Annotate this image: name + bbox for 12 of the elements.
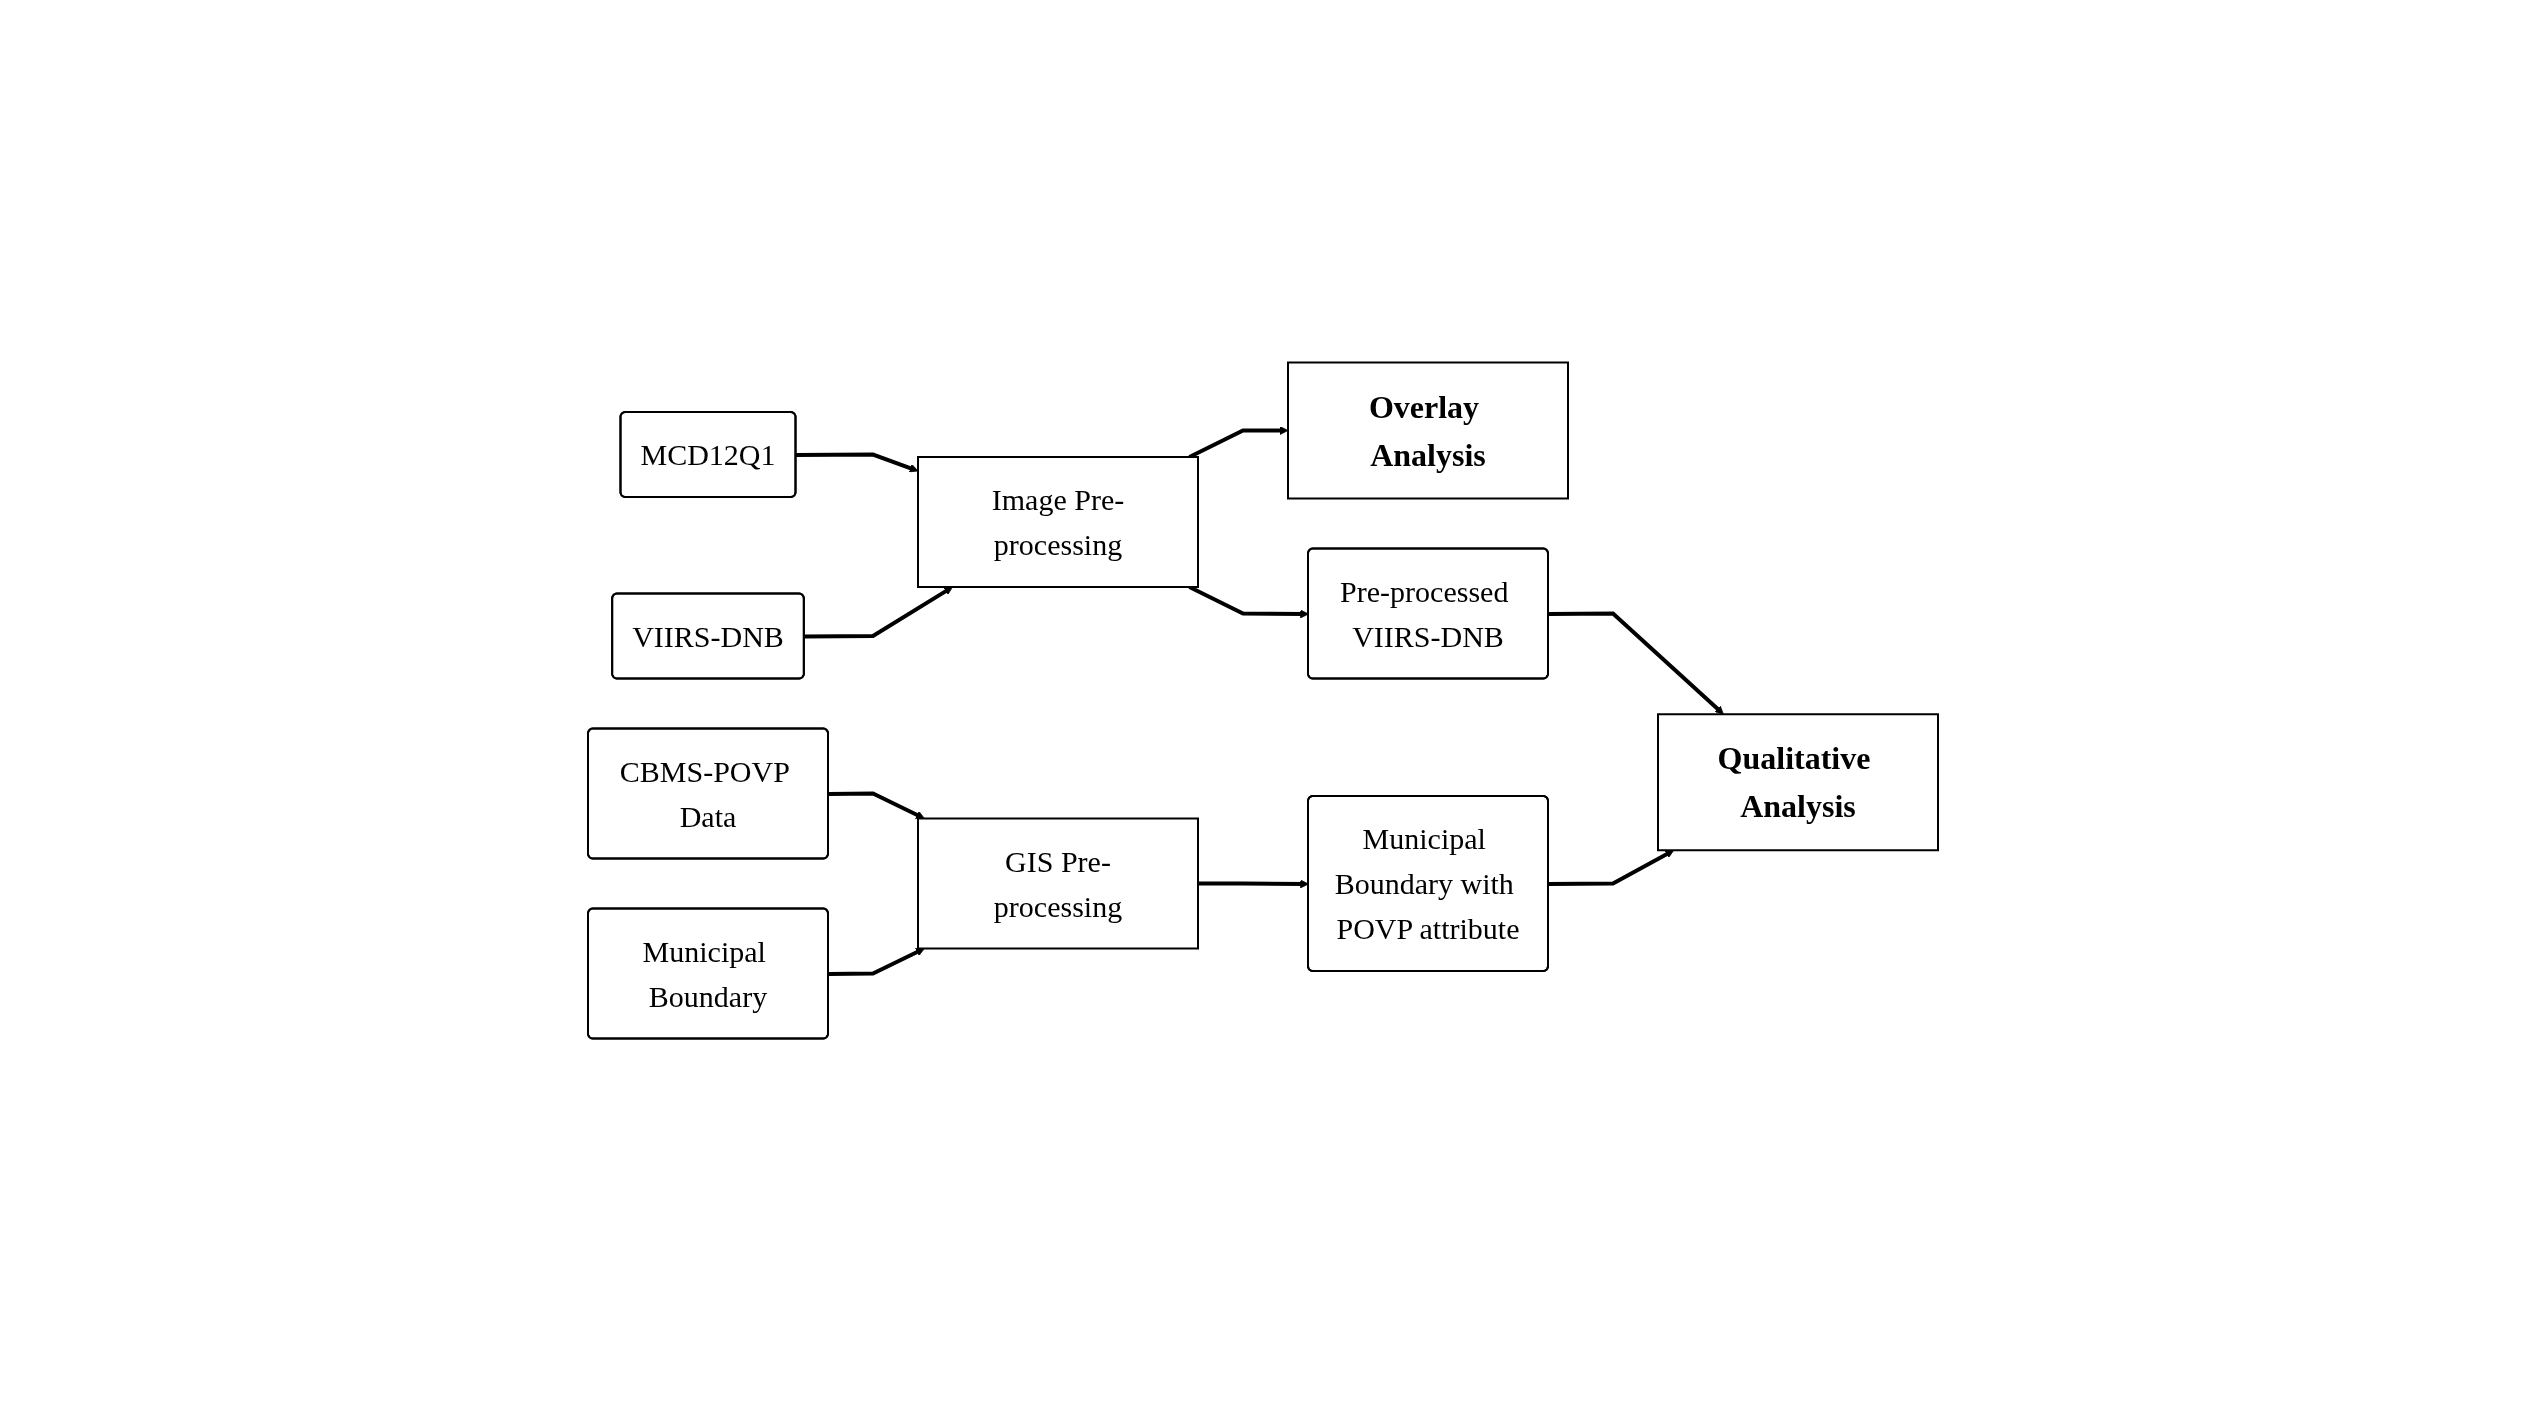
arrow — [803, 586, 953, 639]
arrow — [1188, 426, 1288, 459]
node-box: Overlay Analysis — [1286, 361, 1569, 500]
node-box: GIS Pre-processing — [916, 817, 1199, 950]
node-box: Image Pre-processing — [916, 456, 1199, 588]
arrow — [1548, 611, 1724, 715]
node-box: Qualitative Analysis — [1656, 713, 1939, 852]
arrow — [1548, 849, 1674, 886]
arrow — [827, 948, 925, 976]
arrow — [827, 791, 925, 819]
node-text: Municipal Boundary with POVP attribute — [1334, 822, 1520, 945]
arrow — [795, 452, 918, 473]
